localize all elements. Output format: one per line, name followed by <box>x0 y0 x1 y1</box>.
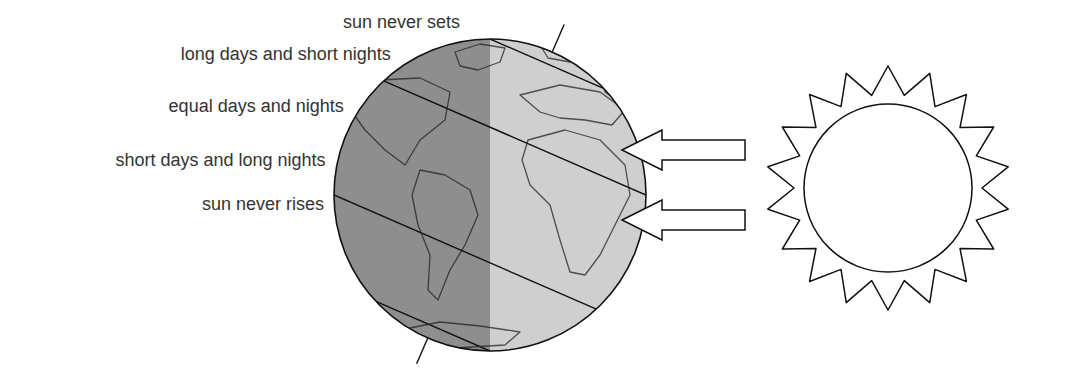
sun <box>768 66 1008 310</box>
zone-label: sun never sets <box>343 11 460 33</box>
zone-label: long days and short nights <box>181 43 391 65</box>
zone-label: sun never rises <box>202 193 324 215</box>
sunlight-arrows <box>622 130 745 240</box>
zone-label: equal days and nights <box>169 95 344 117</box>
zone-label: short days and long nights <box>115 149 325 171</box>
